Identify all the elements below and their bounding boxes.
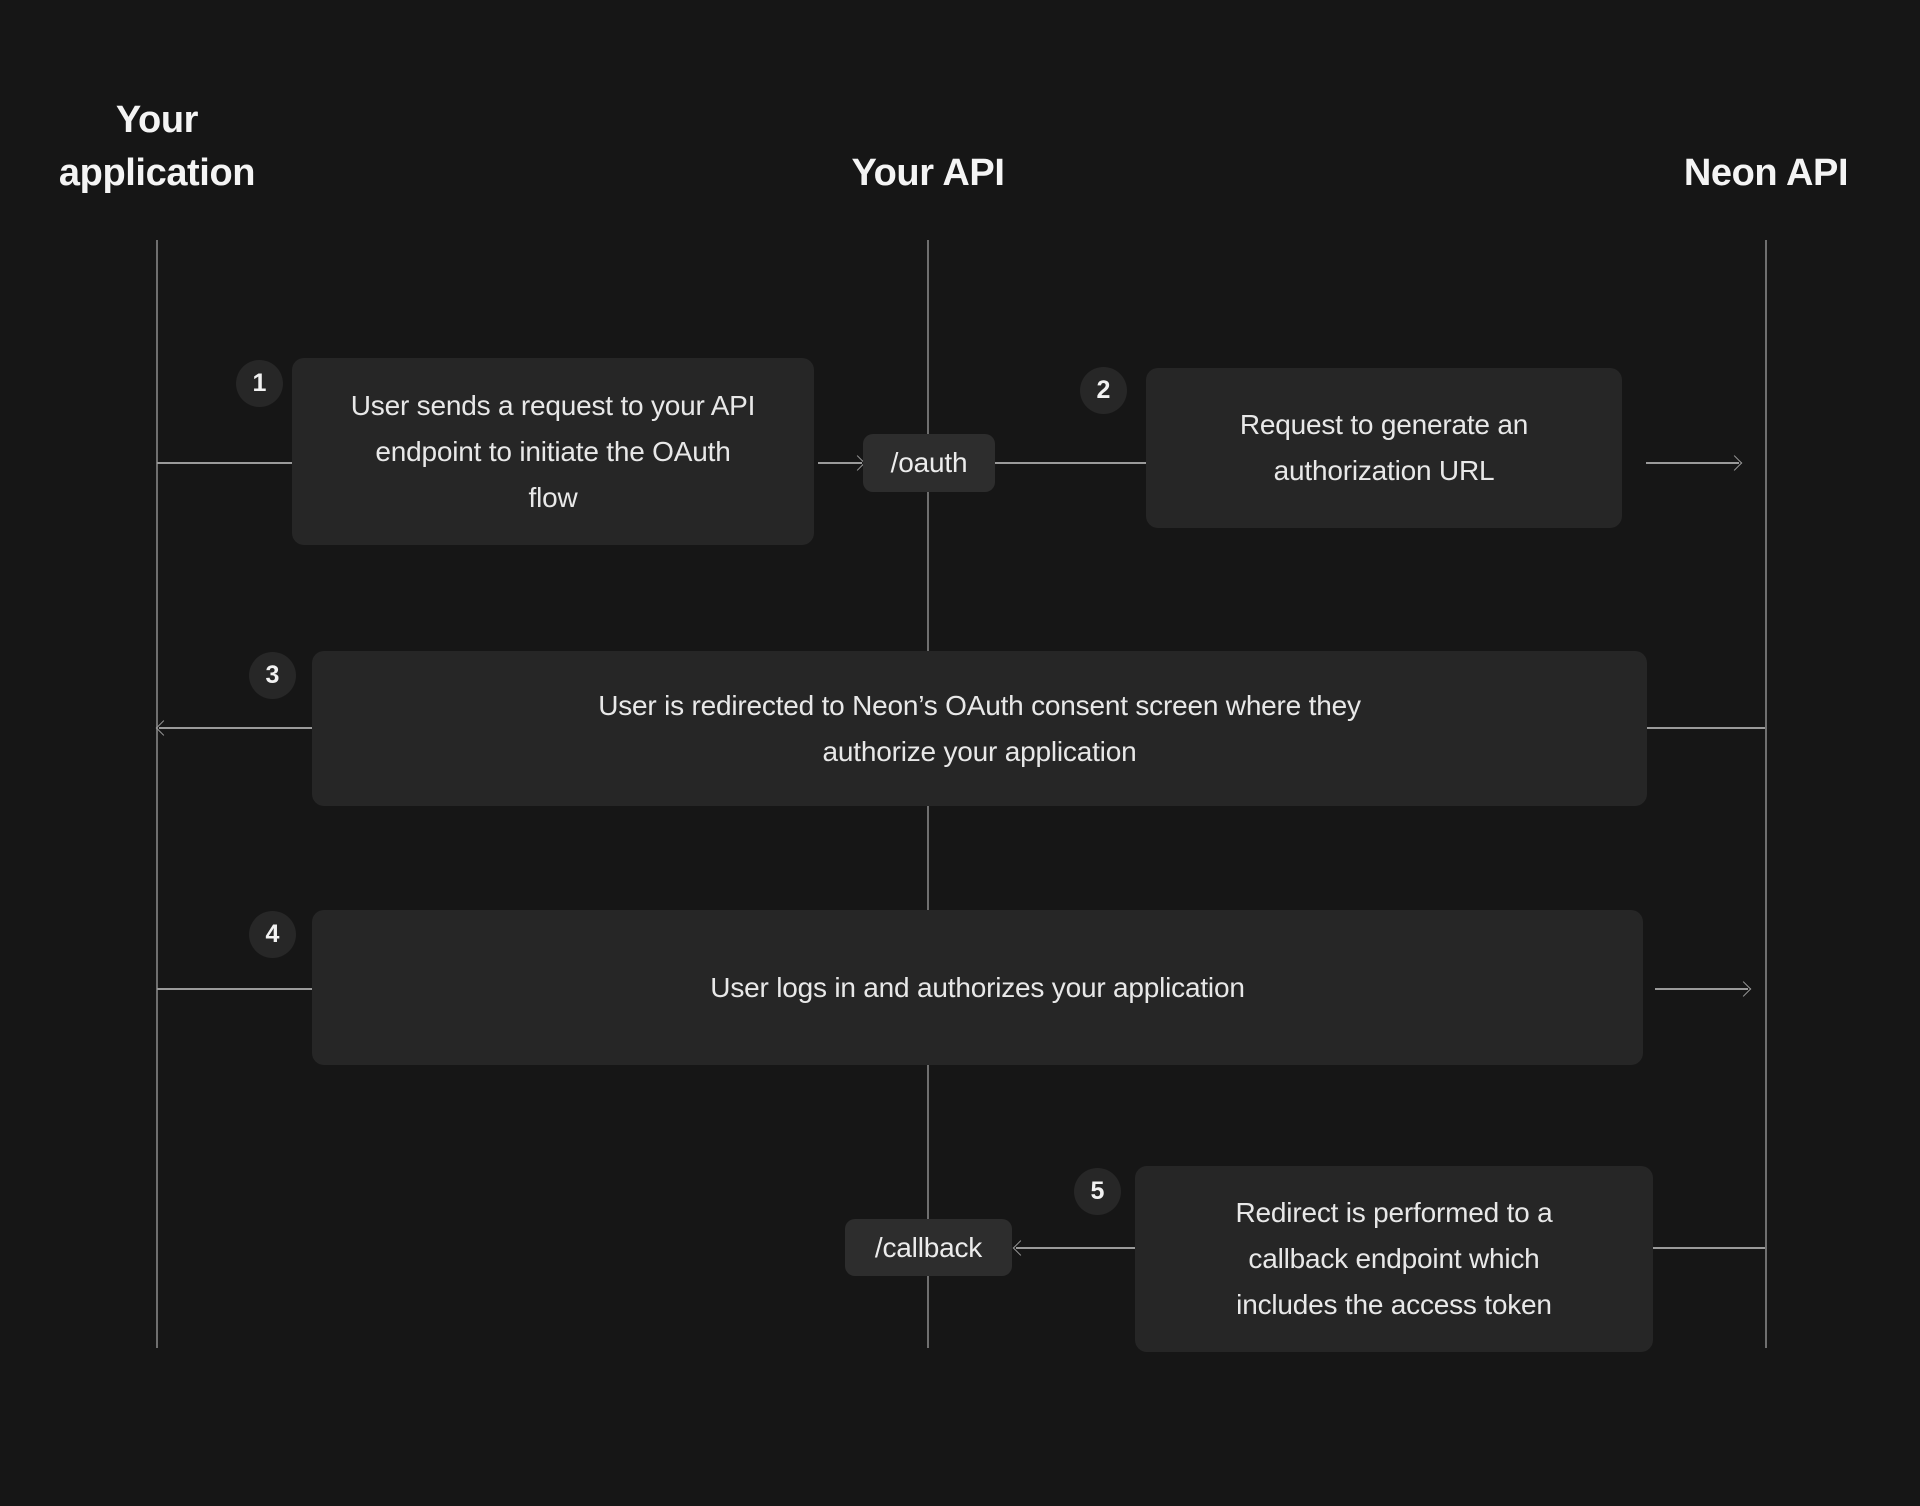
step-4-box: User logs in and authorizes your applica… <box>312 910 1643 1065</box>
step-3-box: User is redirected to Neon’s OAuth conse… <box>312 651 1647 806</box>
step-5-box: Redirect is performed to a callback endp… <box>1135 1166 1653 1352</box>
step-5-badge: 5 <box>1074 1168 1121 1215</box>
oauth-endpoint-label: /oauth <box>863 434 995 492</box>
arrowhead-left-icon <box>155 719 172 736</box>
lifeline-neon-api <box>1765 240 1767 1348</box>
step-1-box: User sends a request to your API endpoin… <box>292 358 814 545</box>
step-2-badge: 2 <box>1080 367 1127 414</box>
message-3-arrow <box>155 719 312 736</box>
message-3-right-segment <box>1647 727 1765 729</box>
step-4-badge: 4 <box>249 911 296 958</box>
step-5-text: Redirect is performed to a callback endp… <box>1235 1197 1553 1320</box>
step-1-text: User sends a request to your API endpoin… <box>350 389 756 513</box>
step-2-text: Request to generate an authorization URL <box>1239 409 1529 486</box>
actor-your-application: Your application <box>58 99 256 194</box>
step-3-badge: 3 <box>249 652 296 699</box>
actor-your-api: Your API <box>851 152 1005 194</box>
message-1-left-segment <box>157 462 292 464</box>
step-4-text: User logs in and authorizes your applica… <box>710 971 1245 1003</box>
arrowhead-right-icon <box>1735 980 1752 997</box>
message-5-right-segment <box>1653 1247 1765 1249</box>
message-4-left-segment <box>157 988 312 990</box>
message-1-arrow <box>818 454 866 471</box>
arrowhead-right-icon <box>1726 454 1743 471</box>
step-2-box: Request to generate an authorization URL <box>1146 368 1622 528</box>
arrowhead-left-icon <box>1012 1239 1029 1256</box>
callback-endpoint-label: /callback <box>845 1219 1012 1276</box>
step-1-badge: 1 <box>236 360 283 407</box>
message-2-left-segment <box>995 462 1146 464</box>
step-3-text: User is redirected to Neon’s OAuth conse… <box>598 689 1361 767</box>
message-4-arrow <box>1655 980 1752 997</box>
message-2-arrow <box>1646 454 1743 471</box>
message-5-arrow <box>1012 1239 1135 1256</box>
lifeline-your-application <box>156 240 158 1348</box>
actor-neon-api: Neon API <box>1683 152 1849 194</box>
